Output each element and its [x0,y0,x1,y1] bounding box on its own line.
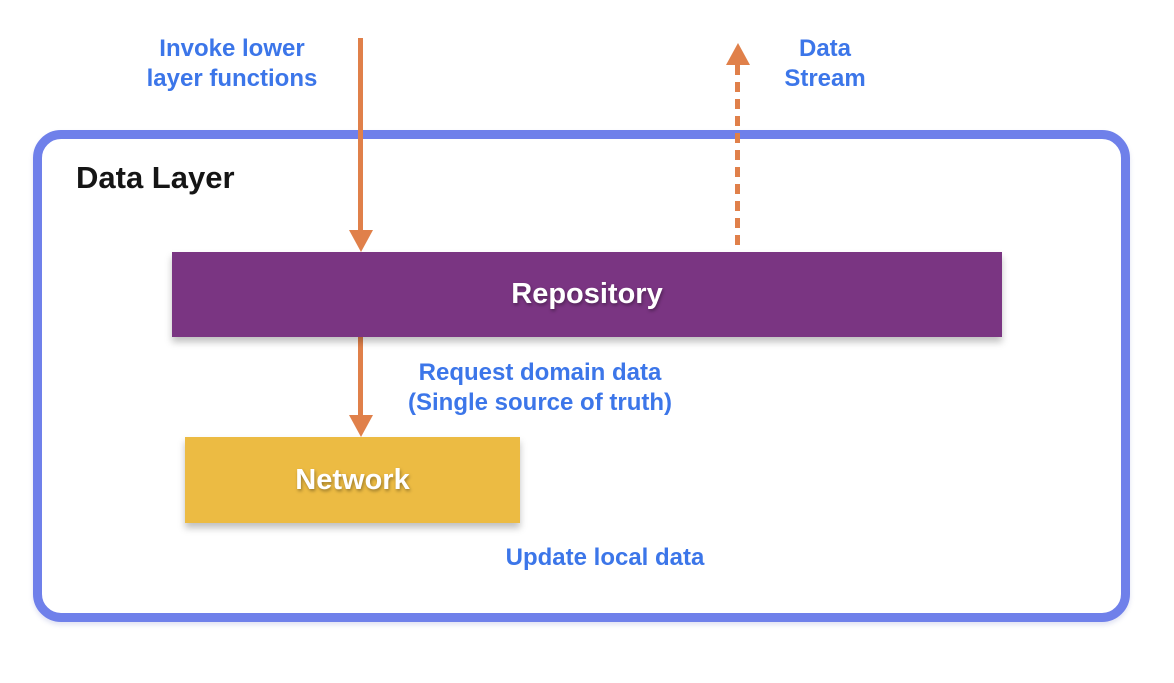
data-layer-container [33,130,1130,622]
invoke-annotation: Invoke lower layer functions [122,34,342,94]
request-annotation-line2: (Single source of truth) [408,389,672,416]
data-stream-annotation: Data Stream [765,34,885,94]
repository-node-label: Repository [511,278,663,310]
update-annotation-text: Update local data [505,544,705,571]
data-stream-annotation-line1: Data [798,35,852,62]
request-arrow-down-icon [349,415,373,437]
invoke-arrow-line [358,38,363,232]
network-node-label: Network [295,463,410,496]
update-annotation: Update local data [460,543,750,573]
data-stream-arrow-up-icon [726,43,750,65]
request-arrow-line [358,337,363,415]
invoke-annotation-line1: Invoke lower [159,35,305,62]
request-annotation-line1: Request domain data [418,359,662,386]
invoke-annotation-line2: layer functions [146,65,318,92]
data-stream-arrow-line [735,65,740,252]
request-annotation: Request domain data (Single source of tr… [390,358,690,418]
repository-node: Repository [172,252,1002,337]
invoke-arrow-down-icon [349,230,373,252]
data-stream-annotation-line2: Stream [784,65,866,92]
data-layer-title: Data Layer [76,160,235,195]
network-node: Network [185,437,520,523]
